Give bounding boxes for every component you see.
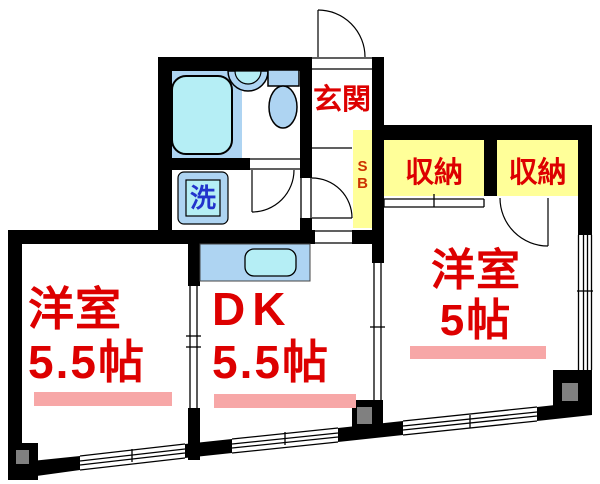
entrance-door-icon: [317, 9, 366, 58]
doors: [251, 9, 549, 247]
wall-entrance-right: [372, 57, 384, 263]
washing-machine-label: 洗: [189, 183, 216, 213]
room-west2-size: 5帖: [439, 296, 513, 345]
room-label-west2: 洋室 5帖: [406, 246, 546, 346]
wall-hall-left-upper: [300, 57, 312, 178]
kitchen-sink-icon: [244, 248, 297, 277]
bathtub-icon: [171, 75, 233, 155]
window-right-wall: [577, 235, 593, 370]
entrance-label: 玄関: [312, 84, 371, 116]
shoe-box-icon: [353, 130, 372, 228]
wall-closet-divider: [484, 140, 497, 196]
room-label-dk: DK 5.5帖: [212, 283, 330, 389]
room-dk-underline: [214, 394, 356, 408]
wall-partition1-top: [188, 230, 200, 286]
closet-right-door-icon: [499, 197, 549, 247]
walls: [8, 57, 592, 480]
bathroom-door-icon: [251, 169, 295, 213]
wall-middle-horizontal: [8, 230, 315, 244]
room-label-west1: 洋室 5.5帖: [28, 283, 146, 389]
wall-bottom-seg1: [22, 456, 80, 478]
wall-bath-left: [158, 57, 172, 244]
window-bottom-center: [231, 427, 339, 454]
window-bottom-left: [79, 443, 186, 471]
closet-left-sliding-door: [383, 194, 485, 208]
wall-bottom-seg3: [338, 421, 403, 442]
wall-right-upper: [578, 125, 592, 235]
room-west1-underline: [34, 392, 172, 406]
wall-middle-right-piece: [352, 230, 384, 244]
closet-left-area: [384, 140, 484, 196]
wall-closet-top: [372, 125, 592, 140]
shoe-box-letter-s: S: [357, 158, 368, 175]
wall-bath-divider: [158, 158, 250, 170]
washroom-door-icon: [311, 177, 353, 219]
closet-right-label: 収納: [508, 157, 567, 189]
room-west1-size: 5.5帖: [28, 336, 146, 388]
pillar-cores: [16, 383, 578, 464]
wall-bottom-seg4: [537, 401, 592, 421]
toilet-icon: [267, 69, 300, 129]
kitchen-counter-icon: [199, 243, 311, 282]
room-dk-size: 5.5帖: [212, 336, 330, 388]
windows: [79, 57, 593, 471]
partition1-sliding: [186, 286, 201, 410]
wall-bottom-seg2: [185, 439, 232, 458]
shoe-box-letter-b: B: [357, 175, 368, 192]
closet-left-label: 収納: [404, 157, 463, 189]
room-dk-name: DK: [212, 283, 293, 335]
window-bottom-right: [402, 406, 538, 436]
wall-bath-top: [158, 57, 312, 71]
wall-left: [8, 230, 22, 480]
shoe-box-label: S B: [353, 158, 372, 192]
thresholds: [250, 57, 372, 244]
room-west1-name: 洋室: [28, 283, 122, 335]
partition2-sliding: [370, 263, 385, 400]
room-west2-underline: [410, 346, 546, 359]
washing-machine-icon: [177, 171, 229, 225]
room-west2-name: 洋室: [431, 246, 521, 295]
fixtures: [171, 69, 311, 282]
closet-right-area: [497, 140, 578, 196]
